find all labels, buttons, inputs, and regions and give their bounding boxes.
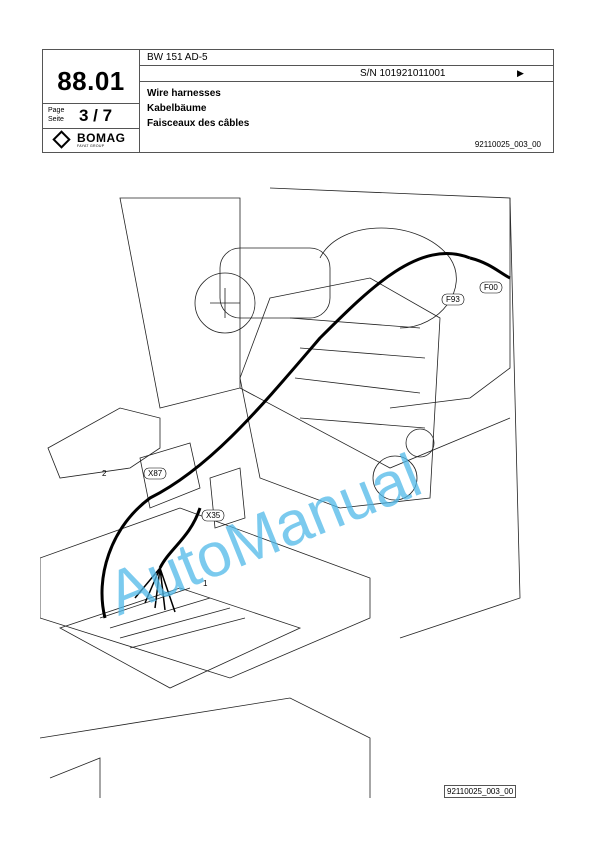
model-name: BW 151 AD-5: [147, 52, 208, 63]
platform: [40, 507, 371, 679]
logo-text: BOMAG: [77, 131, 126, 145]
title-panel: BW 151 AD-5 S/N 101921011001 ▶ Wire harn…: [139, 50, 553, 152]
document-number: 92110025_003_00: [474, 140, 541, 149]
divider: [139, 81, 553, 82]
engine-filter: [219, 247, 331, 319]
lower-left-block: [49, 757, 101, 798]
fan-shroud: [319, 227, 457, 329]
logo-subtext: FAYAT GROUP: [77, 144, 105, 148]
page-label-en: Seite: [48, 116, 64, 123]
callout-x35-box: [201, 509, 225, 522]
title-de: Kabelbäume: [147, 103, 207, 114]
harness-end-f00: [469, 256, 511, 280]
air-cleaner-cross: [210, 288, 240, 318]
bomag-logo: BOMAG FAYAT GROUP: [52, 130, 135, 150]
page-titles: Wire harnesses Kabelbäume Faisceaux des …: [147, 86, 249, 131]
callout-x35: X35: [206, 511, 221, 520]
engine-detail: [289, 317, 426, 429]
callout-x87: X87: [148, 469, 163, 478]
callout-f00: F00: [484, 283, 498, 292]
harness-fan-out: [134, 567, 176, 613]
callout-x87-box: [143, 467, 167, 480]
floor-edge: [239, 387, 511, 469]
figure-code: 92110025_003_00: [444, 785, 517, 798]
title-block: 88.01 Page Seite 3 / 7 BOMAG FAYAT GROUP…: [42, 49, 554, 153]
logo-diamond-icon: [52, 130, 71, 149]
callout-f93-box: [441, 293, 465, 306]
section-number: 88.01: [57, 66, 125, 96]
engine-pulley: [372, 455, 418, 501]
serial-number: S/N 101921011001: [360, 68, 446, 79]
wire-harness-illustration: F00 F93 X87 X35 1 2 AutoManual: [40, 187, 521, 798]
title-en: Wire harnesses: [147, 88, 221, 99]
section-panel: 88.01 Page Seite 3 / 7 BOMAG FAYAT GROUP: [43, 50, 140, 152]
lower-step: [40, 697, 371, 798]
arrow-right-icon: ▶: [517, 68, 524, 78]
rear-wall: [269, 187, 511, 409]
title-fr: Faisceaux des câbles: [147, 118, 250, 129]
page-number: 3 / 7: [79, 106, 113, 125]
callout-f93: F93: [446, 295, 460, 304]
air-cleaner: [194, 272, 256, 334]
engine-block: [239, 277, 441, 509]
callout-2: 2: [102, 469, 107, 478]
callout-f00-box: [479, 281, 503, 294]
page-label: Page Seite: [48, 106, 64, 124]
engine-pulley-small: [405, 428, 435, 458]
frame-left-block: [47, 407, 161, 479]
callout-1: 1: [203, 579, 208, 588]
main-harness: [100, 252, 471, 619]
harness-branch-1: [158, 507, 202, 569]
page-row: Page Seite 3 / 7: [43, 103, 139, 129]
page-label-de: Page: [48, 107, 65, 114]
right-wall: [399, 197, 521, 639]
control-box-x87: [139, 442, 201, 509]
fuse-panel: [59, 587, 302, 689]
divider: [139, 65, 553, 66]
